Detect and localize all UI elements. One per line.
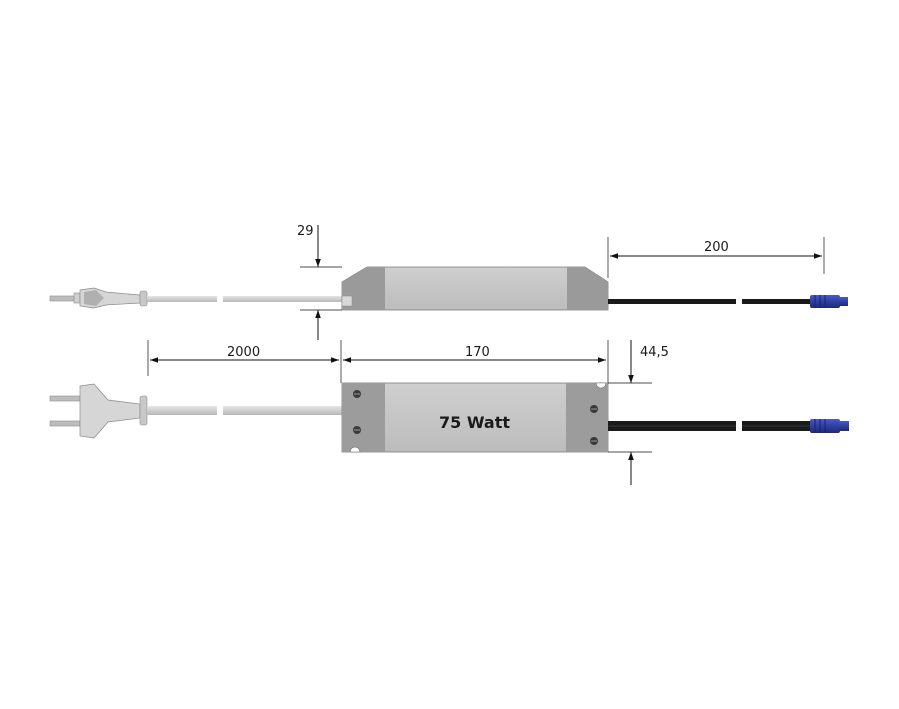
power-rating-label: 75 Watt [439, 413, 510, 432]
dimension-height-front: 44,5 [608, 340, 669, 485]
connector-side [810, 295, 848, 308]
output-cable-side-cont [742, 299, 812, 304]
housing-top-view: 75 Watt [341, 382, 609, 453]
mains-cable-top-cont [223, 406, 343, 415]
label-height-front: 44,5 [640, 345, 669, 360]
plug-side-view [49, 287, 148, 309]
mains-cable-top [147, 406, 217, 415]
dimension-output-cable: 200 [607, 237, 825, 278]
label-mains-cable: 2000 [227, 345, 260, 360]
side-view: 29 200 [49, 224, 848, 340]
dimension-housing-length: 170 [340, 340, 609, 383]
mains-cable-side [147, 296, 217, 302]
connector-top [810, 419, 849, 433]
plug-top-view [49, 383, 148, 439]
mains-cable-side-cont [223, 296, 343, 302]
dimension-mains-cable: 2000 [147, 340, 339, 376]
top-view: 75 Watt 44,5 [49, 340, 849, 485]
housing-side-view [341, 266, 609, 311]
output-cable-side [608, 299, 736, 304]
label-output-cable: 200 [704, 240, 729, 255]
label-housing-length: 170 [465, 345, 490, 360]
dimension-height-side: 29 [297, 224, 342, 340]
label-height-side: 29 [297, 224, 314, 239]
